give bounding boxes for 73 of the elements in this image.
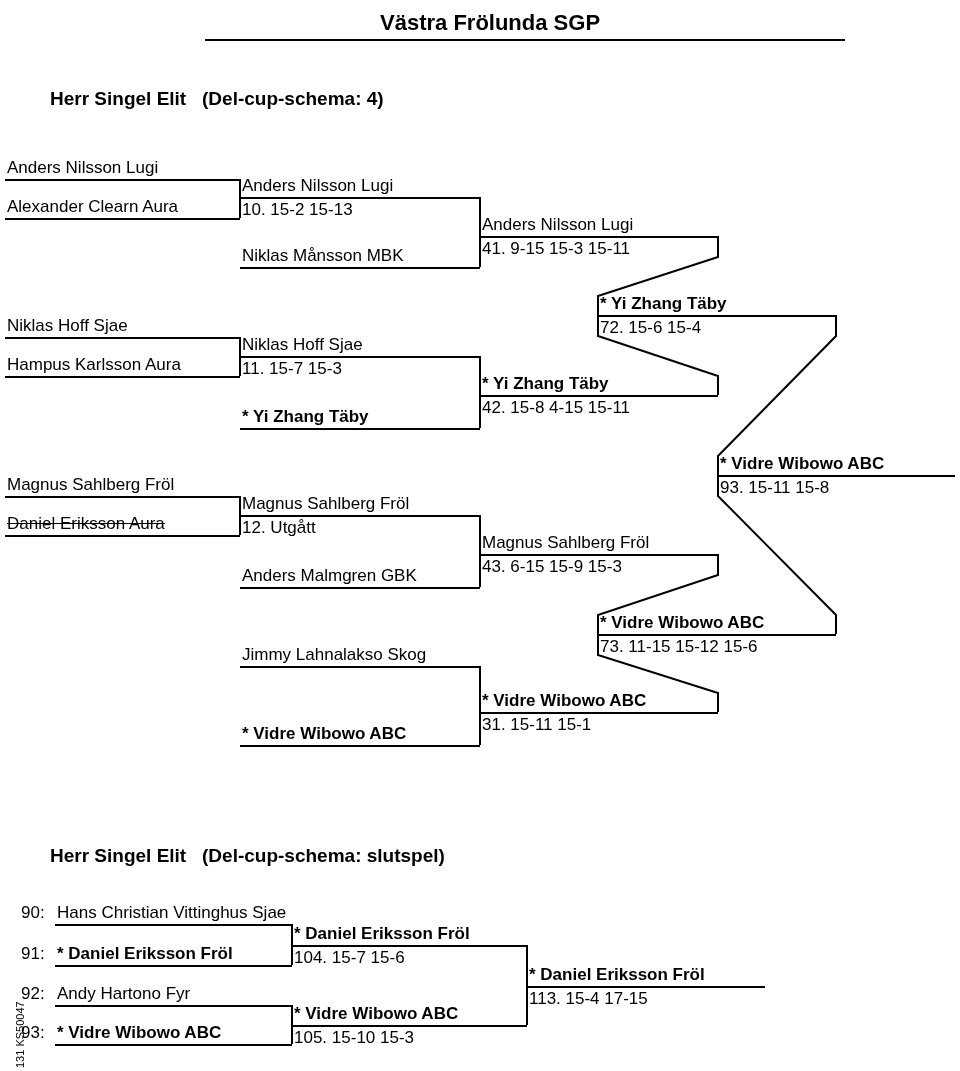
bracket-line	[479, 235, 481, 268]
page-title: Västra Frölunda SGP	[380, 10, 601, 36]
bracket-line	[717, 474, 837, 635]
player-name: Anders Malmgren GBK	[242, 566, 417, 586]
bracket-line	[597, 314, 719, 396]
entry-number: 91:	[21, 944, 45, 964]
player-name: * Yi Zhang Täby	[242, 407, 369, 427]
match-score: 42. 15-8 4-15 15-11	[482, 398, 631, 418]
player-name: Anders Nilsson Lugi	[7, 158, 159, 178]
bracket-line	[239, 355, 241, 377]
match-score: 43. 6-15 15-9 15-3	[482, 557, 622, 577]
player-name: * Yi Zhang Täby	[482, 374, 609, 394]
player-name: Anders Nilsson Lugi	[482, 215, 634, 235]
match-score: 73. 11-15 15-12 15-6	[600, 637, 758, 657]
bracket-line	[479, 196, 481, 237]
bracket-line	[597, 235, 719, 316]
player-name: Niklas Hoff Sjae	[242, 335, 363, 355]
bracket-line	[479, 665, 481, 713]
bracket-line	[291, 923, 293, 946]
bracket-line	[291, 1004, 293, 1026]
player-name: Daniel Eriksson Aura	[7, 514, 165, 534]
player-name: * Vidre Wibowo ABC	[720, 454, 885, 474]
match-score: 41. 9-15 15-3 15-11	[482, 239, 631, 259]
bracket-line	[597, 633, 719, 713]
bracket-line	[291, 1024, 293, 1045]
player-name: * Daniel Eriksson Fröl	[294, 924, 470, 944]
entry-number: 92:	[21, 984, 45, 1003]
player-name: * Vidre Wibowo ABC	[57, 1023, 222, 1043]
player-name: Andy Hartono Fyr	[57, 984, 191, 1004]
player-name: * Vidre Wibowo ABC	[242, 724, 407, 744]
bracket-line	[526, 985, 528, 1026]
player-name: * Vidre Wibowo ABC	[294, 1004, 459, 1024]
bracket-line	[239, 336, 241, 357]
bracket-line	[526, 944, 528, 987]
bracket-line	[479, 553, 481, 588]
player-name: * Vidre Wibowo ABC	[600, 613, 765, 633]
bracket-line	[597, 553, 719, 635]
player-name: Hans Christian Vittinghus Sjae	[57, 903, 287, 923]
player-name: Alexander Clearn Aura	[7, 197, 179, 217]
player-name: Jimmy Lahnalakso Skog	[242, 645, 427, 665]
bracket-line	[239, 514, 241, 536]
match-score: 11. 15-7 15-3	[242, 359, 342, 379]
match-score: 31. 15-11 15-1	[482, 715, 592, 735]
bracket-line	[479, 394, 481, 429]
player-name: * Vidre Wibowo ABC	[482, 691, 647, 711]
match-score: 104. 15-7 15-6	[294, 948, 405, 968]
player-name: * Yi Zhang Täby	[600, 294, 727, 314]
player-name: * Daniel Eriksson Fröl	[529, 965, 705, 985]
player-name: Niklas Månsson MBK	[242, 246, 404, 266]
bracket-line	[291, 944, 293, 966]
player-name: Niklas Hoff Sjae	[7, 316, 128, 336]
player-name: Magnus Sahlberg Fröl	[242, 494, 410, 514]
bracket-line	[479, 514, 481, 555]
player-name: * Daniel Eriksson Fröl	[57, 944, 233, 964]
player-name: Hampus Karlsson Aura	[7, 355, 181, 375]
entry-number: 90:	[21, 903, 45, 923]
match-score: 93. 15-11 15-8	[720, 478, 830, 498]
bracket-line	[239, 196, 241, 219]
match-score: 10. 15-2 15-13	[242, 200, 353, 220]
bracket-line	[479, 711, 481, 746]
section-heading: Herr Singel Elit (Del-cup-schema: 4)	[50, 88, 384, 110]
match-score: 12. Utgått	[242, 518, 316, 538]
bracket-line	[479, 355, 481, 396]
match-score: 72. 15-6 15-4	[600, 318, 702, 338]
player-name: Magnus Sahlberg Fröl	[7, 475, 175, 495]
bracket-line	[717, 314, 837, 476]
match-score: 105. 15-10 15-3	[294, 1028, 415, 1048]
bracket-line	[239, 178, 241, 198]
match-score: 113. 15-4 17-15	[529, 989, 648, 1009]
section-heading: Herr Singel Elit (Del-cup-schema: slutspel)	[50, 845, 445, 867]
player-name: Anders Nilsson Lugi	[242, 176, 394, 196]
bracket-line	[239, 495, 241, 516]
player-name: Magnus Sahlberg Fröl	[482, 533, 650, 553]
